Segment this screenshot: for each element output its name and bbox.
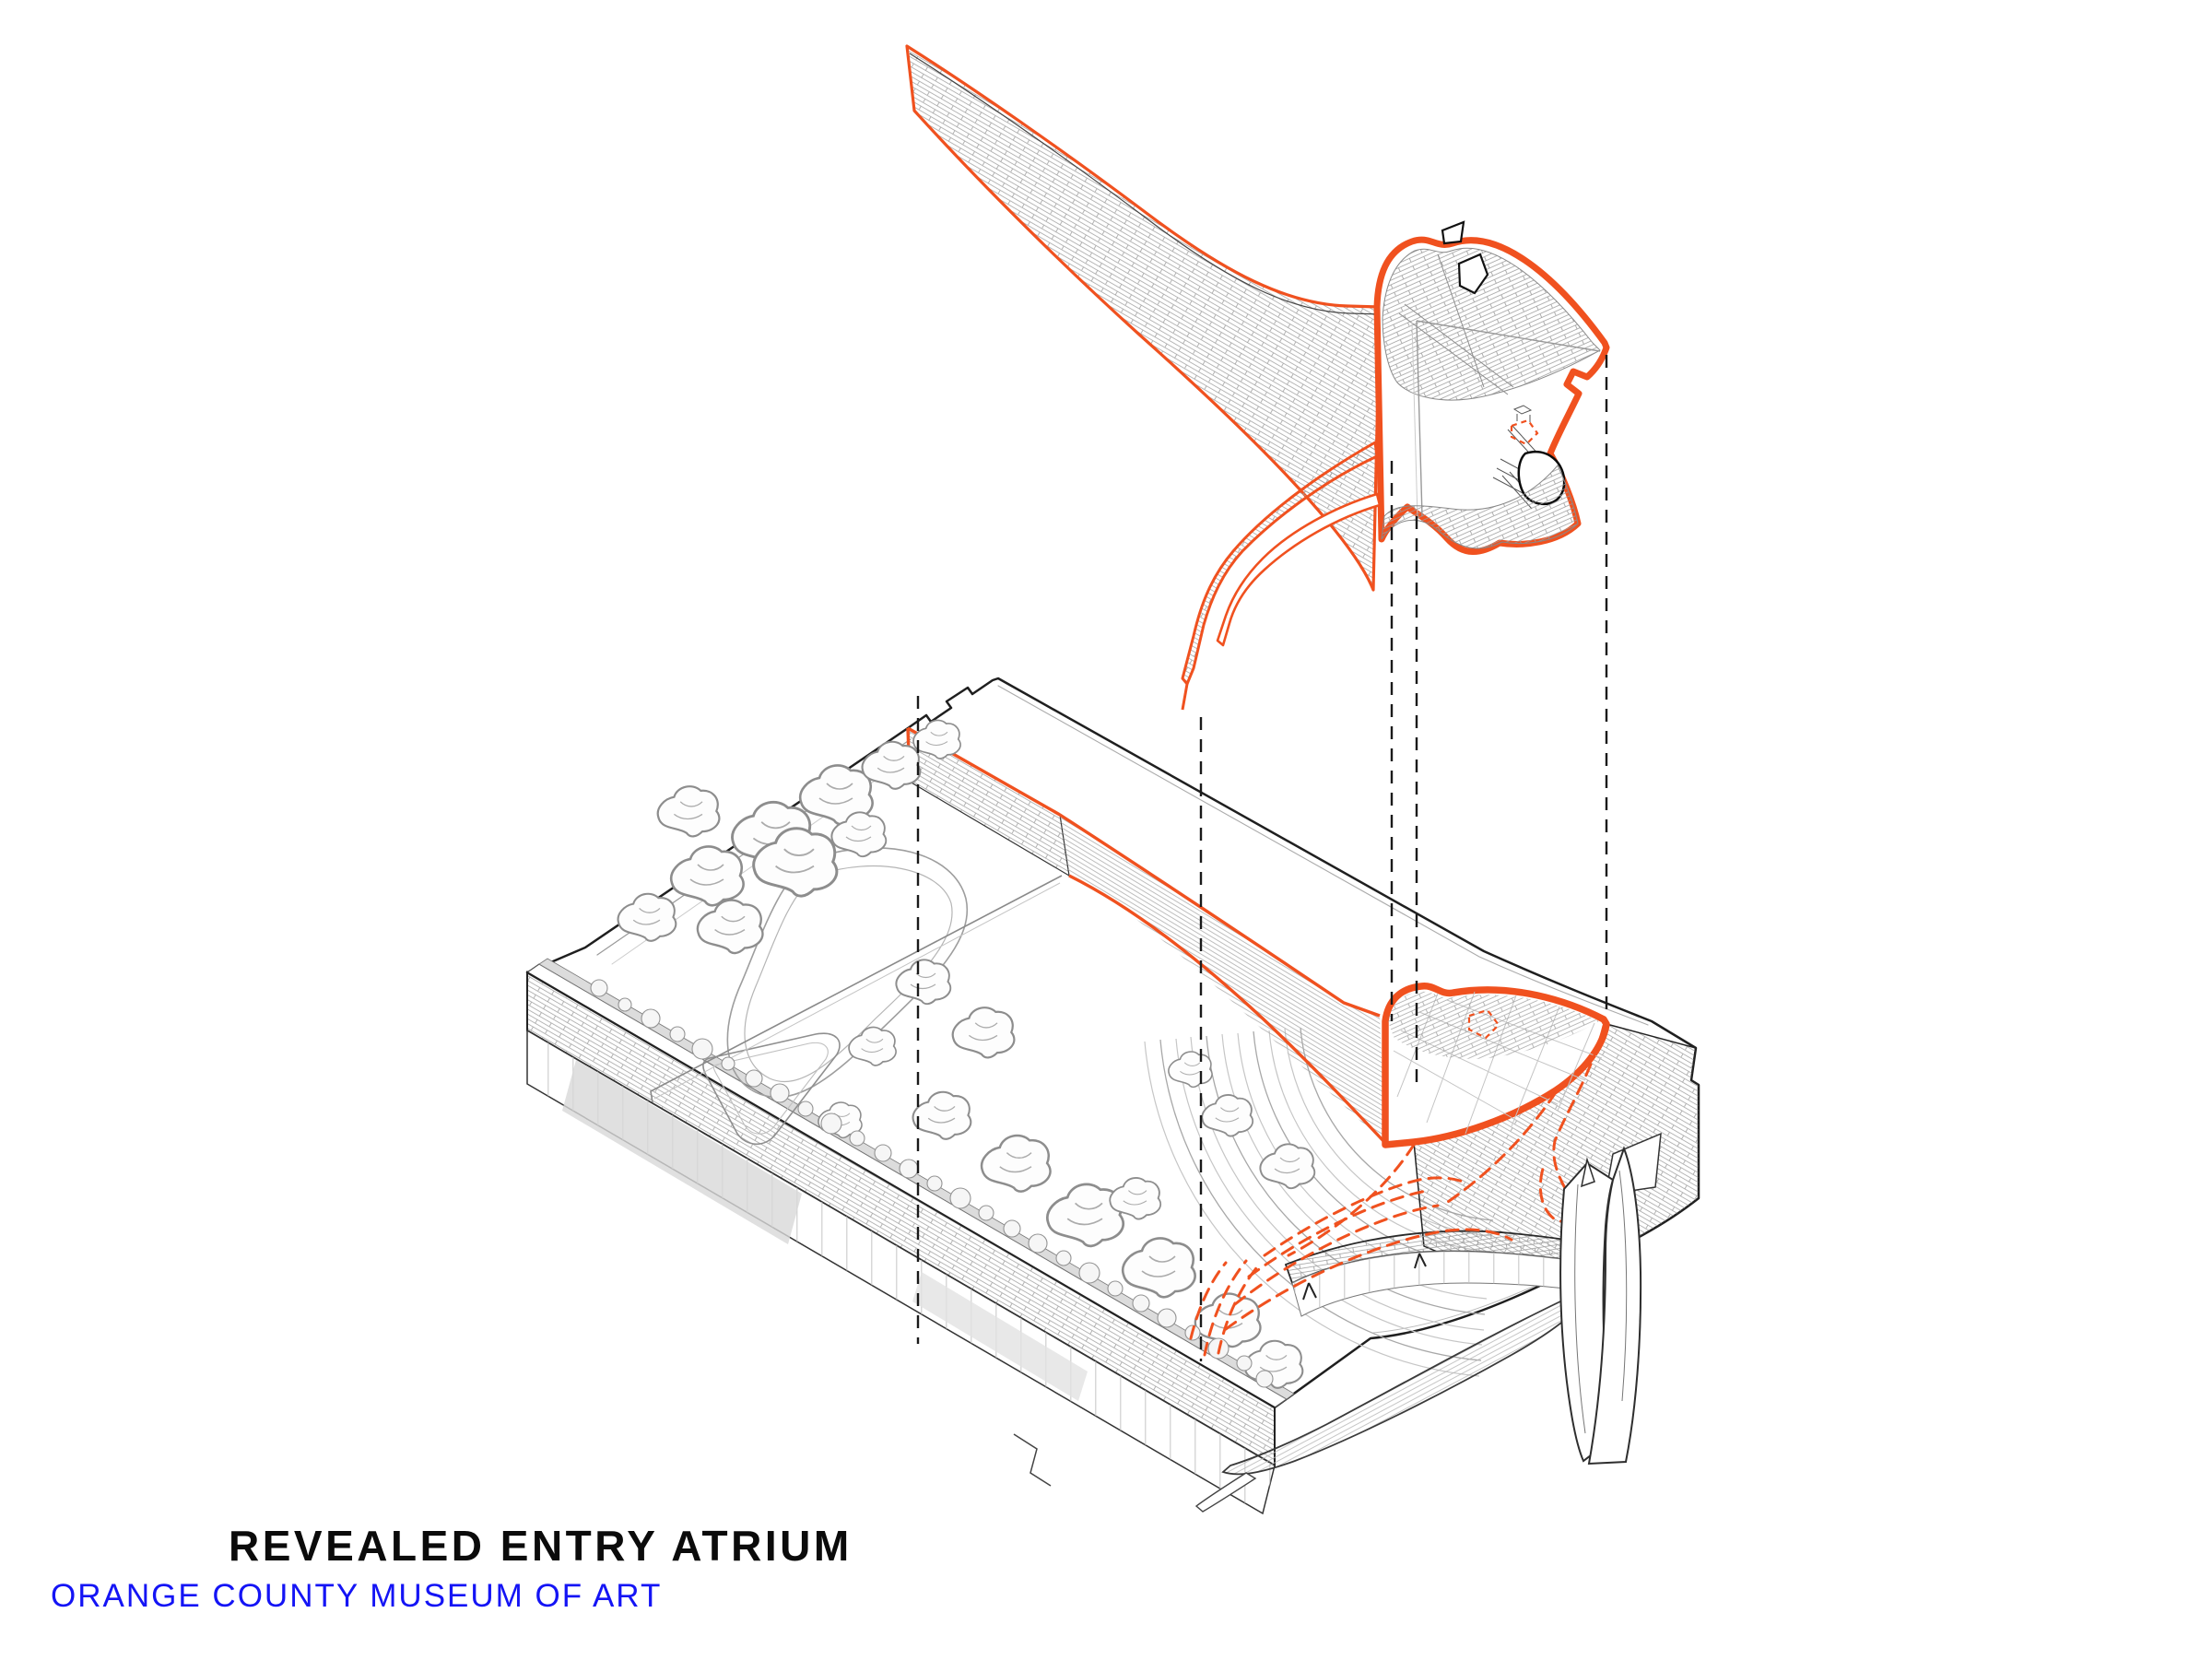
circulation-dashed [1233, 1204, 1440, 1306]
circulation-dashed [1247, 1189, 1429, 1278]
projection-lines [916, 355, 1608, 1361]
twisting-canopy-inplace [1059, 813, 1387, 1145]
circulation-dashed [1224, 1228, 1513, 1331]
hidden-volume-dashed [1287, 1143, 1416, 1257]
plinth-shadow-patch [562, 1060, 802, 1244]
exploded-atrium-assembly [905, 44, 1610, 711]
plinth-shadow-patch-2 [912, 1272, 1088, 1401]
circulation-dashed [1203, 1259, 1248, 1357]
plinth-step-piece [1013, 1433, 1052, 1487]
shrub-hedge [590, 979, 1274, 1388]
canopy-struts [1302, 1253, 1427, 1301]
circulation-dashed [1263, 1176, 1469, 1257]
garden-loop-path [726, 847, 969, 1099]
drawing-title: REVEALED ENTRY ATRIUM [229, 1522, 853, 1570]
ribbon-band [905, 44, 1382, 592]
funnel-dashed-marker [1510, 418, 1539, 446]
circulation-dashed [1189, 1261, 1228, 1340]
entry-canopy [1284, 1230, 1602, 1317]
sculpture-edge-lines [1574, 1170, 1628, 1434]
funnel-skylights [1441, 220, 1489, 295]
entry-glass-mullions [1292, 1251, 1596, 1316]
hidden-volume-dashed [1441, 1090, 1558, 1207]
exploded-canopy-strips [1181, 441, 1382, 711]
title-block: REVEALED ENTRY ATRIUM ORANGE COUNTY MUSE… [51, 1522, 853, 1614]
ribbon-inner-edge-line [909, 53, 1383, 315]
curved-ramp [1194, 1300, 1571, 1513]
project-subtitle: ORANGE COUNTY MUSEUM OF ART [51, 1578, 662, 1614]
funnel-inner-hatch [1382, 247, 1601, 401]
opening-inner-hatch [1388, 991, 1599, 1059]
canopy-strip-a [1181, 441, 1379, 686]
tree-icon [656, 785, 721, 838]
exploded-canopy-ribbon [905, 44, 1383, 592]
garden-court-inner [712, 1042, 829, 1135]
funnel-face-edges [1411, 320, 1601, 519]
exploded-atrium-volume [1373, 220, 1610, 555]
garden-loop-path-inner [744, 865, 953, 1083]
canopy-orange-top-edge [1059, 813, 1381, 1018]
sculpture-spike [1580, 1157, 1595, 1188]
atrium-roof-opening [1382, 983, 1610, 1148]
ramp-tail [1194, 1472, 1257, 1513]
canopy-orange-bottom-edge [1068, 874, 1387, 1145]
garden-court [702, 1032, 841, 1146]
wind-sculpture [1559, 1146, 1642, 1466]
canopy-strip-b [1216, 492, 1382, 647]
canopy-strip-tail [1181, 683, 1189, 711]
funnel-bowl-hatch [1381, 465, 1579, 549]
garden-wall-line [650, 875, 1063, 1103]
sculpture-blade-right [1587, 1146, 1642, 1466]
